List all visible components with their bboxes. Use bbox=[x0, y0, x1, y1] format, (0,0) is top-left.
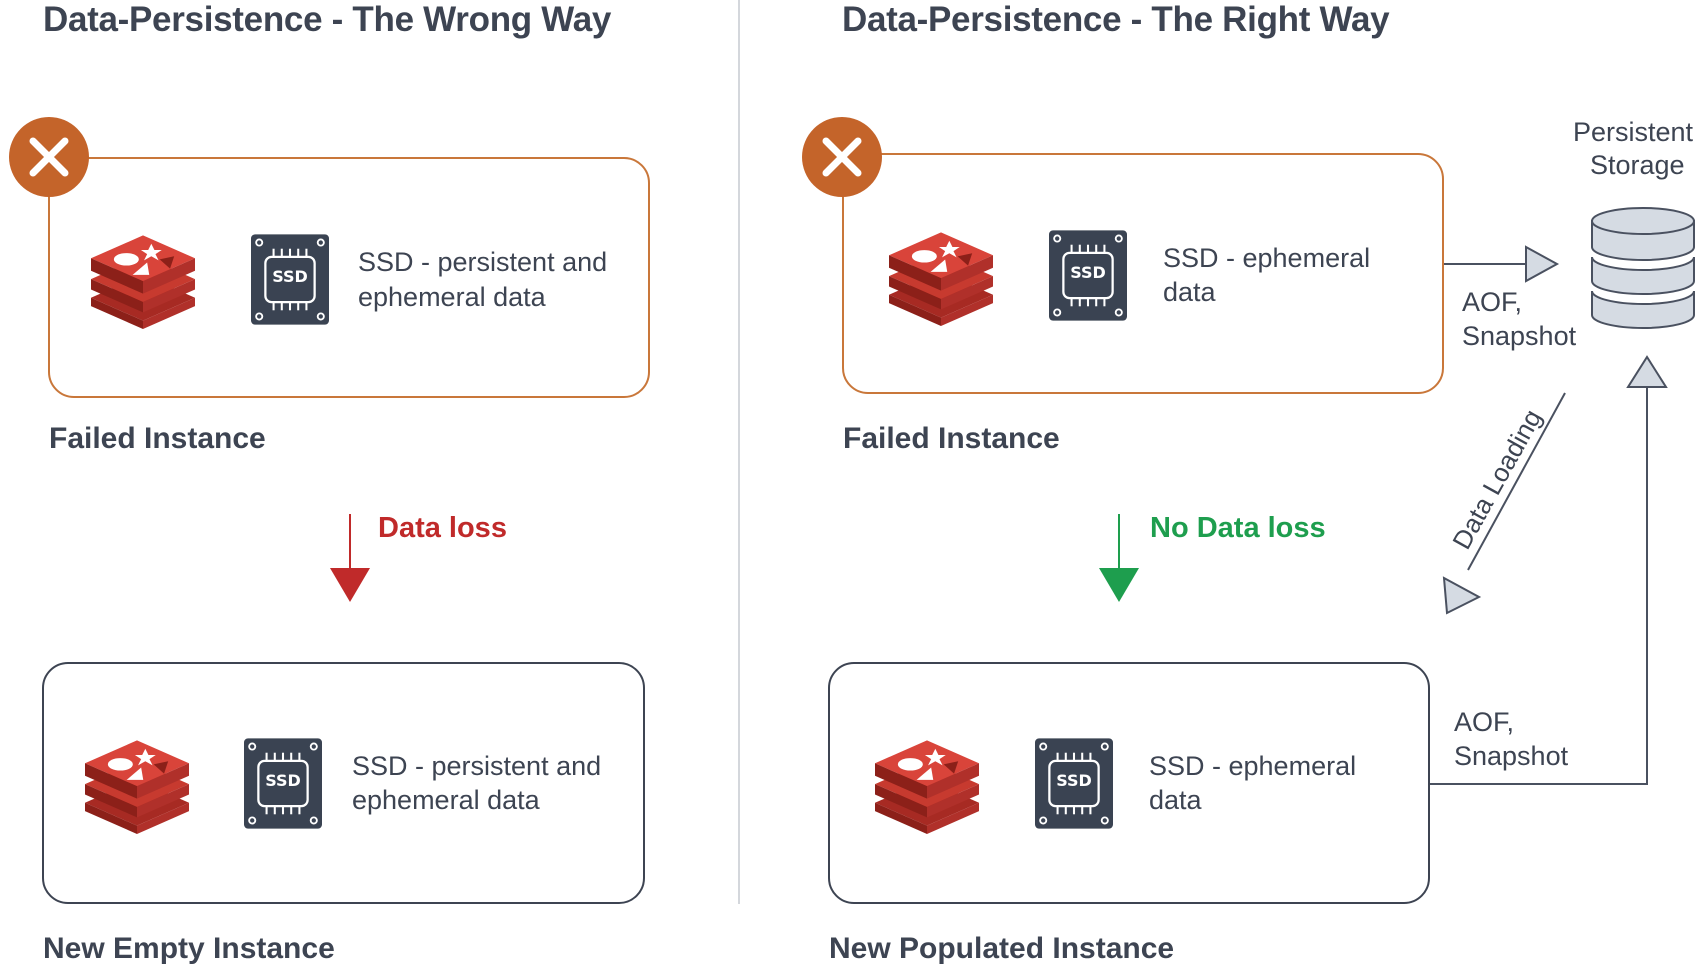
fail-x-icon bbox=[801, 116, 883, 198]
right-title: Data-Persistence - The Right Way bbox=[842, 0, 1390, 39]
data-loss-arrow bbox=[328, 512, 372, 606]
aof-bottom-line1: AOF, bbox=[1454, 707, 1515, 737]
ssd-chip-icon: SSD bbox=[251, 234, 329, 325]
left-new-ssd-line2: ephemeral data bbox=[352, 785, 540, 815]
database-icon bbox=[1590, 199, 1696, 331]
aof-top-line1: AOF, bbox=[1462, 287, 1523, 317]
right-new-label: New Populated Instance bbox=[829, 932, 1175, 965]
ssd-chip-label: SSD bbox=[1070, 263, 1106, 282]
ssd-chip-label: SSD bbox=[265, 771, 301, 790]
left-new-instance-box bbox=[42, 662, 645, 904]
storage-label-line1: Persistent bbox=[1573, 117, 1694, 147]
ssd-chip-icon: SSD bbox=[1049, 230, 1127, 321]
right-failed-ssd-line1: SSD - ephemeral bbox=[1163, 243, 1371, 273]
right-new-ssd-line2: data bbox=[1149, 785, 1202, 815]
aof-top-line2: Snapshot bbox=[1462, 321, 1577, 351]
left-new-label: New Empty Instance bbox=[43, 932, 335, 965]
right-new-instance-box bbox=[828, 662, 1430, 904]
right-failed-label: Failed Instance bbox=[843, 422, 1060, 455]
ssd-chip-label: SSD bbox=[1056, 771, 1092, 790]
left-failed-label: Failed Instance bbox=[49, 422, 266, 455]
center-divider bbox=[738, 0, 740, 904]
aof-bottom-line2: Snapshot bbox=[1454, 741, 1569, 771]
fail-x-icon bbox=[8, 116, 90, 198]
left-new-ssd-line1: SSD - persistent and bbox=[352, 751, 602, 781]
no-data-loss-label: No Data loss bbox=[1150, 512, 1326, 544]
storage-label-line2: Storage bbox=[1590, 150, 1685, 180]
data-loss-label: Data loss bbox=[378, 512, 507, 544]
left-title: Data-Persistence - The Wrong Way bbox=[43, 0, 612, 39]
ssd-chip-label: SSD bbox=[272, 267, 308, 286]
right-failed-instance-box bbox=[842, 153, 1444, 394]
left-failed-instance-box bbox=[48, 157, 650, 398]
ssd-chip-icon: SSD bbox=[1035, 738, 1113, 829]
left-failed-ssd-line2: ephemeral data bbox=[358, 282, 546, 312]
right-new-ssd-line1: SSD - ephemeral bbox=[1149, 751, 1357, 781]
ssd-chip-icon: SSD bbox=[244, 738, 322, 829]
left-failed-ssd-line1: SSD - persistent and bbox=[358, 247, 608, 277]
right-failed-ssd-line2: data bbox=[1163, 277, 1216, 307]
no-data-loss-arrow bbox=[1097, 512, 1141, 606]
